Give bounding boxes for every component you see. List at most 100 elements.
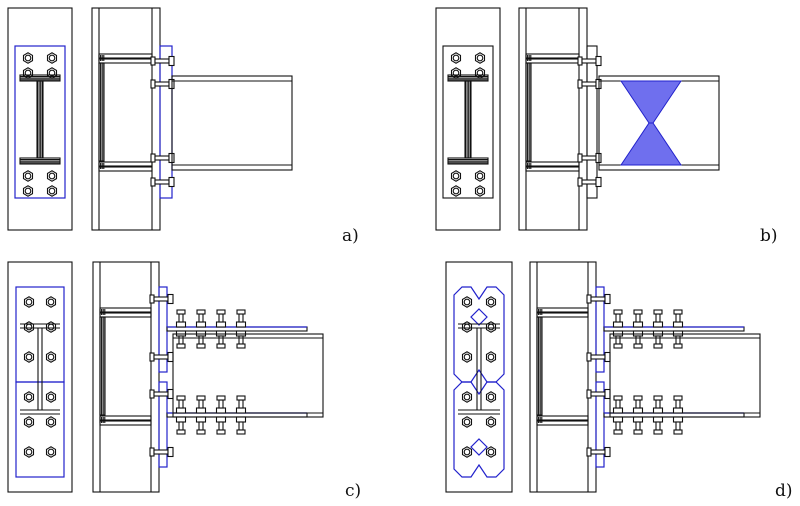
bolt-head	[474, 170, 486, 182]
bolt-nut	[673, 395, 683, 401]
bolt-head	[45, 446, 57, 458]
bolt-head-side	[612, 407, 624, 414]
bolt-shank	[48, 172, 56, 180]
bolt-nut	[196, 429, 206, 435]
bolt-head-side	[215, 416, 227, 423]
bolt-shank	[487, 448, 495, 456]
bolt-head-side	[168, 55, 175, 67]
end-plate	[442, 45, 494, 199]
bolt-shank	[452, 69, 460, 77]
bolt-shank-side	[581, 58, 597, 64]
bolt-shank	[487, 323, 495, 331]
bolt-head-side	[652, 416, 664, 423]
bolt-head	[46, 52, 58, 64]
bolt-shank	[48, 187, 56, 195]
bolt-head-side	[167, 351, 174, 363]
bolt-shank	[487, 353, 495, 361]
bolt-head-side	[595, 55, 602, 67]
column-front-outline	[435, 7, 501, 231]
bolt-head-side	[595, 176, 602, 188]
bolt-shank-side	[153, 296, 169, 302]
bolt-nut	[653, 395, 663, 401]
bolt-shank-side	[218, 421, 224, 431]
panel-b-side-view	[518, 7, 720, 231]
bolt-head	[23, 416, 35, 428]
bolt-nut	[633, 309, 643, 315]
bolt-nut	[216, 309, 226, 315]
bolt-head-side	[195, 416, 207, 423]
bolt-shank	[463, 418, 471, 426]
bolt-head	[45, 416, 57, 428]
bolt-shank-side	[635, 421, 641, 431]
beam-side	[609, 333, 761, 418]
bolt-head	[461, 391, 473, 403]
bolt-shank-side	[218, 313, 224, 323]
bolt-shank	[24, 172, 32, 180]
column-side-outline	[92, 261, 160, 493]
bolt-shank	[476, 54, 484, 62]
bolt-shank-side	[615, 421, 621, 431]
bolt-head-side	[235, 321, 247, 328]
bolt-shank-side	[153, 354, 169, 360]
continuity-plate	[525, 58, 580, 64]
bolt-nut	[150, 153, 156, 163]
bolt-head	[485, 296, 497, 308]
bolt-nut	[236, 395, 246, 401]
bolt-head-side	[632, 416, 644, 423]
bolt-head	[485, 351, 497, 363]
bolt-shank	[487, 298, 495, 306]
bolt-nut	[673, 309, 683, 315]
continuity-plate	[98, 161, 153, 167]
bolt-shank-side	[218, 335, 224, 345]
bolt-nut	[653, 429, 663, 435]
bolt-nut	[653, 343, 663, 349]
bolt-head	[485, 416, 497, 428]
bolt-head-side	[632, 321, 644, 328]
bolt-shank-side	[675, 335, 681, 345]
shaped-tee-plate	[453, 381, 505, 478]
end-plate	[14, 45, 66, 199]
bolt-head-side	[195, 407, 207, 414]
bolt-shank-side	[675, 399, 681, 409]
bolt-nut	[577, 79, 583, 89]
bolt-head-side	[632, 407, 644, 414]
bolt-shank-side	[615, 399, 621, 409]
bolt-shank	[47, 448, 55, 456]
bolt-shank-side	[635, 313, 641, 323]
bolt-head-side	[652, 321, 664, 328]
bolt-shank	[24, 54, 32, 62]
bolt-head-side	[168, 176, 175, 188]
panel-label-c: c)	[345, 481, 362, 501]
bolt-nut	[149, 294, 155, 304]
bolt-shank	[24, 69, 32, 77]
bolt-head	[474, 67, 486, 79]
continuity-plate	[536, 420, 589, 426]
bolt-nut	[149, 447, 155, 457]
bolt-head-side	[235, 407, 247, 414]
bolt-head-side	[167, 388, 174, 400]
bolt-shank	[452, 187, 460, 195]
column-front-outline	[7, 261, 73, 493]
bolt-shank	[452, 172, 460, 180]
bolt-head	[46, 170, 58, 182]
bolt-shank	[25, 393, 33, 401]
bolt-head-side	[672, 321, 684, 328]
bolt-nut	[150, 177, 156, 187]
bolt-shank-side	[655, 335, 661, 345]
bolt-nut	[586, 294, 592, 304]
continuity-plate	[525, 161, 580, 167]
bolt-head-side	[175, 407, 187, 414]
bolt-head-side	[612, 416, 624, 423]
bolt-shank-side	[635, 399, 641, 409]
bolt-head	[485, 446, 497, 458]
bolt-shank	[24, 187, 32, 195]
bolt-shank	[476, 69, 484, 77]
bolt-head-side	[175, 416, 187, 423]
bolt-nut	[216, 429, 226, 435]
bolt-nut	[577, 177, 583, 187]
tee-plate	[15, 286, 65, 383]
panel-d-front-view	[445, 261, 513, 493]
bolt-nut	[176, 395, 186, 401]
bolt-shank-side	[153, 391, 169, 397]
end-plate-side	[159, 45, 173, 199]
